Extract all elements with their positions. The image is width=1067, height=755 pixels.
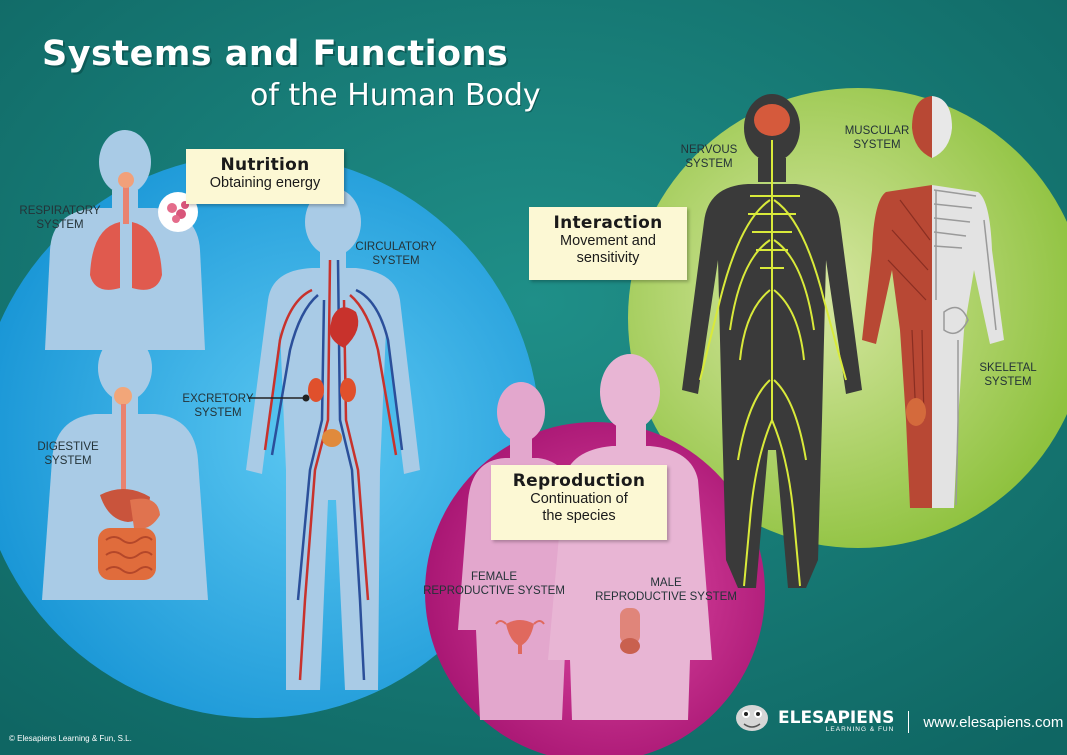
knee-highlight: [906, 398, 926, 426]
footer-divider: [908, 711, 910, 733]
brain-icon: [754, 104, 790, 136]
brand-tagline: LEARNING & FUN: [825, 726, 895, 733]
lungs-icon: [90, 172, 162, 290]
nutrition-card: Nutrition Obtaining energy: [186, 149, 344, 204]
nutrition-heading: Nutrition: [220, 155, 310, 175]
interaction-subtitle-line-1: Movement and: [560, 233, 656, 249]
brand-name: ELESAPIENS: [778, 708, 895, 728]
digestive-system-label: DIGESTIVE SYSTEM: [37, 441, 99, 467]
website-link[interactable]: www.elesapiens.com: [923, 713, 1064, 731]
respiratory-silhouette: [45, 130, 205, 350]
respiratory-system-label: RESPIRATORY SYSTEM: [19, 205, 101, 231]
copyright-text: © Elesapiens Learning & Fun, S.L.: [9, 734, 132, 743]
nutrition-subtitle: Obtaining energy: [209, 175, 321, 191]
bladder-icon: [322, 429, 342, 447]
interaction-card: Interaction Movement and sensitivity: [529, 207, 687, 280]
reproduction-subtitle-line-2: the species: [542, 508, 616, 524]
uterus-icon: [495, 620, 545, 654]
reproduction-heading: Reproduction: [512, 471, 646, 491]
interaction-subtitle-line-2: sensitivity: [576, 250, 640, 266]
nerves-icon: [699, 140, 847, 587]
female-reproductive-system-label: FEMALE REPRODUCTIVE SYSTEM: [423, 571, 565, 597]
muscular-system-label: MUSCULAR SYSTEM: [844, 125, 910, 151]
excretory-pointer: [248, 394, 310, 402]
nervous-system-label: NERVOUS SYSTEM: [680, 144, 738, 170]
title-line-2: of the Human Body: [250, 78, 541, 113]
skeletal-system-label: SKELETAL SYSTEM: [979, 362, 1037, 388]
blood-vessels-icon: [263, 259, 404, 681]
skeleton-bones-icon: [933, 189, 997, 506]
elesapiens-mascot-icon: [736, 705, 768, 731]
interaction-heading: Interaction: [553, 213, 663, 233]
male-reproductive-system-label: MALE REPRODUCTIVE SYSTEM: [595, 577, 737, 603]
title-line-1: Systems and Functions: [42, 34, 509, 74]
circulatory-system-label: CIRCULATORY SYSTEM: [355, 241, 437, 267]
reproduction-card: Reproduction Continuation of the species: [491, 465, 667, 540]
heart-icon: [329, 307, 359, 348]
digestive-organs-icon: [98, 387, 160, 580]
circulatory-silhouette: [246, 188, 420, 690]
excretory-system-label: EXCRETORY SYSTEM: [182, 393, 254, 419]
kidneys-icon: [308, 378, 356, 402]
male-reproductive-icon: [620, 608, 640, 654]
reproduction-subtitle-line-1: Continuation of: [530, 491, 628, 507]
footer-brand: ELESAPIENS LEARNING & FUN www.elesapiens…: [732, 704, 1063, 740]
